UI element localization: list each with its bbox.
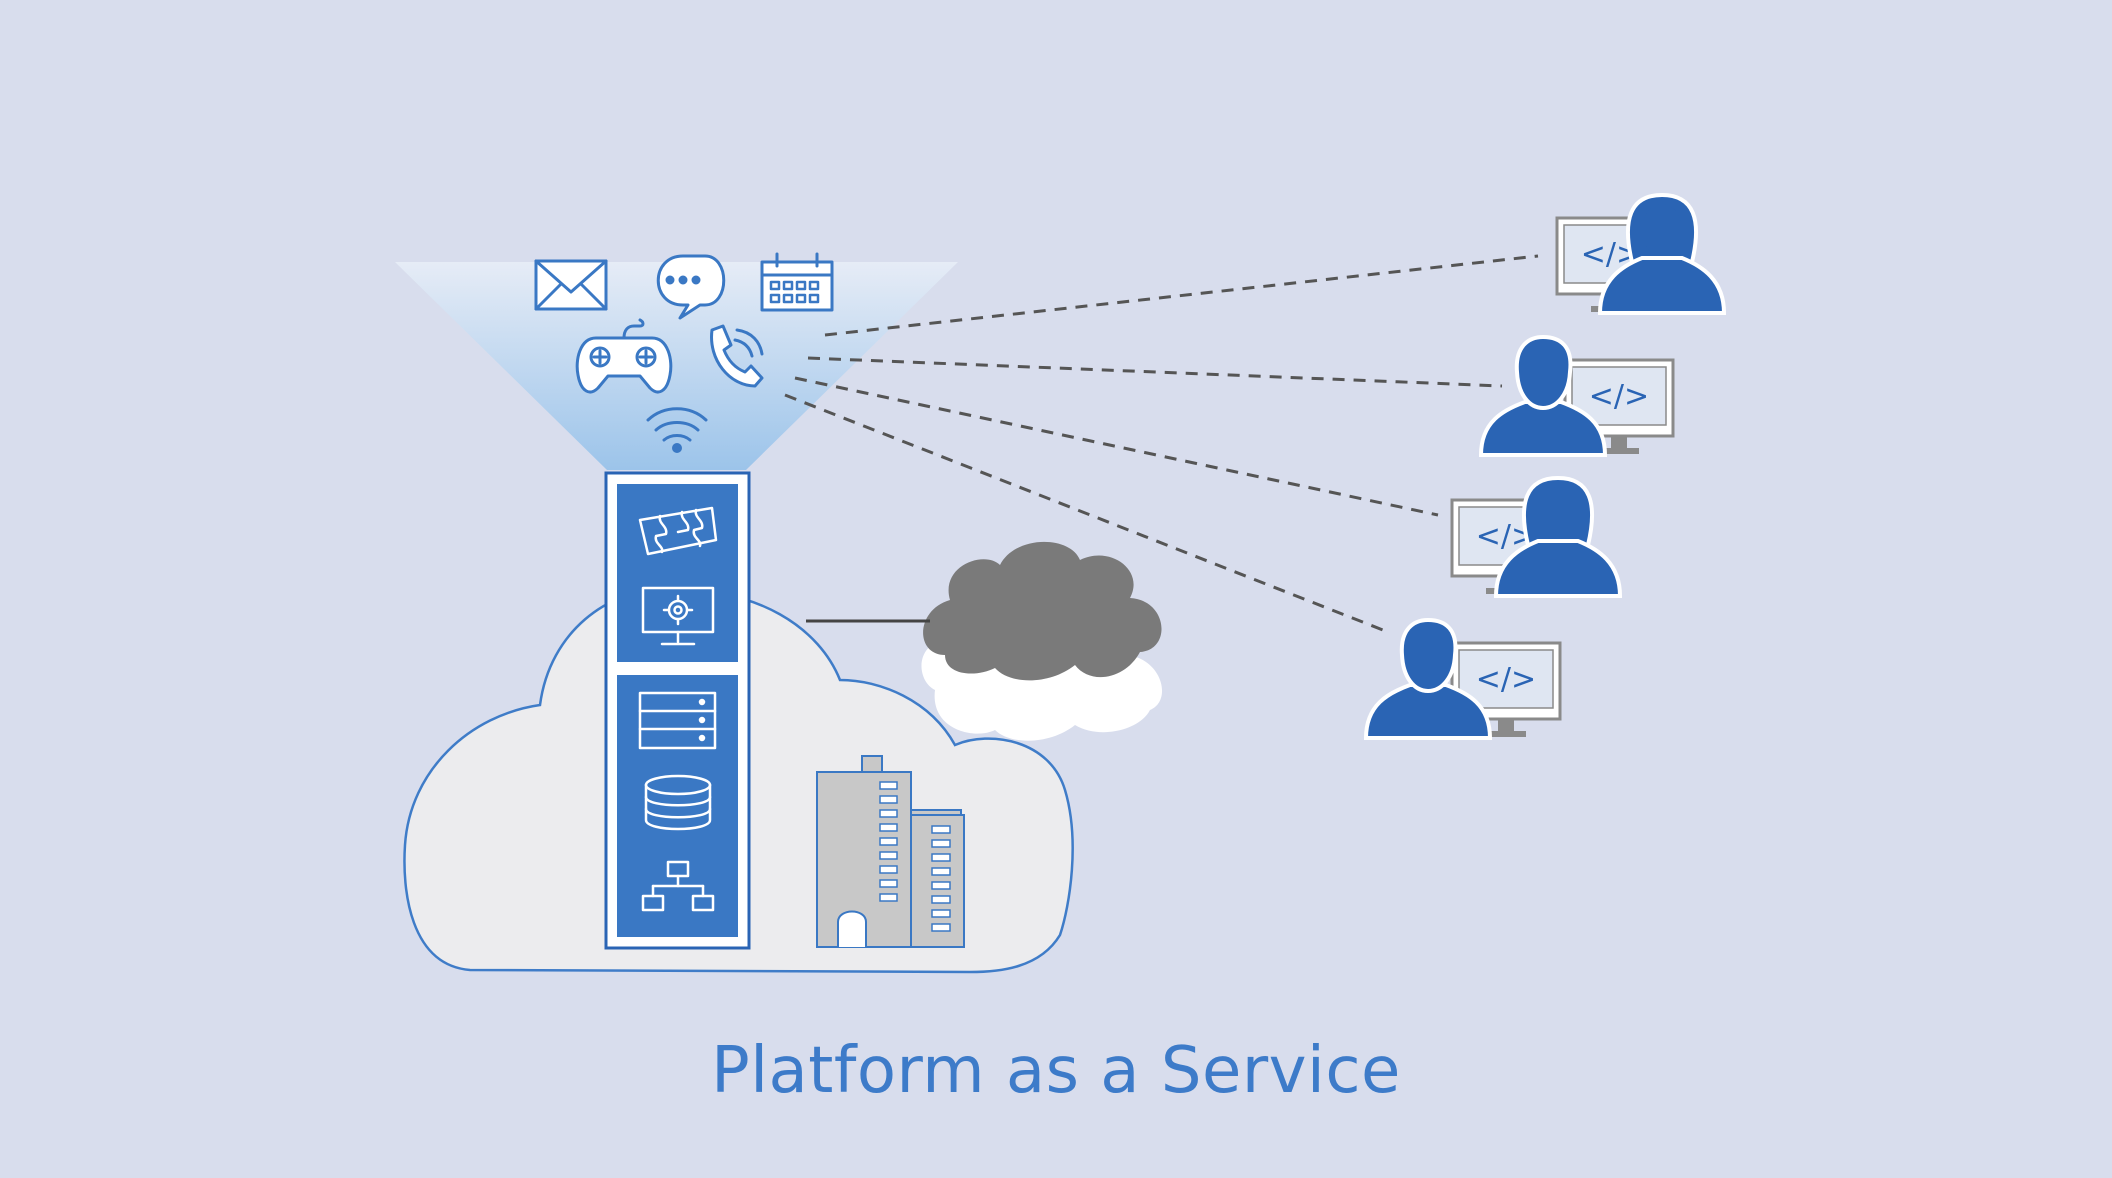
connection-line-1 <box>824 254 1539 337</box>
chat-bubble-icon <box>656 254 726 320</box>
building-window <box>879 809 898 818</box>
developer-1: </> <box>1555 192 1727 315</box>
building-window <box>931 853 951 862</box>
connection-line-3 <box>794 376 1439 517</box>
developer-2: </> <box>1478 334 1675 457</box>
storm-cloud <box>923 541 1162 681</box>
building-window <box>931 909 951 918</box>
developer-avatar-icon <box>1597 192 1727 315</box>
puzzle-icon <box>638 506 718 556</box>
connection-line-4 <box>784 393 1389 634</box>
building-window <box>879 837 898 846</box>
developer-avatar-icon <box>1493 475 1623 598</box>
building-window <box>879 865 898 874</box>
connection-line-2 <box>807 356 1503 388</box>
developer-avatar-icon <box>1363 617 1493 740</box>
building-window <box>879 893 898 902</box>
building-window <box>931 839 951 848</box>
developer-3: </> <box>1450 475 1623 598</box>
funnel <box>395 262 958 470</box>
code-symbol: </> <box>1589 379 1649 414</box>
phone-icon <box>710 324 764 388</box>
monitor-gear-icon <box>641 586 715 646</box>
building-window <box>879 851 898 860</box>
diagram-caption: Platform as a Service <box>711 1034 1401 1108</box>
building-window <box>879 795 898 804</box>
gamepad-icon <box>575 318 673 394</box>
building-window <box>879 879 898 888</box>
building-window <box>931 895 951 904</box>
developer-avatar-icon <box>1478 334 1608 457</box>
code-symbol: </> <box>1476 662 1536 697</box>
database-icon <box>644 774 712 831</box>
building-window <box>931 825 951 834</box>
buildings <box>816 755 965 948</box>
building-window <box>879 781 898 790</box>
connection-lines <box>784 254 1539 634</box>
developer-4: </> <box>1363 617 1562 740</box>
wifi-icon <box>646 407 708 453</box>
developers: </> </> </> </> <box>1363 192 1727 740</box>
building-window <box>931 881 951 890</box>
building-door <box>837 910 867 947</box>
network-icon <box>641 860 715 912</box>
calendar-icon <box>760 252 834 312</box>
building-window <box>879 823 898 832</box>
building-window <box>931 923 951 932</box>
server-icon <box>638 691 717 750</box>
envelope-icon <box>534 259 608 311</box>
building-window <box>931 867 951 876</box>
